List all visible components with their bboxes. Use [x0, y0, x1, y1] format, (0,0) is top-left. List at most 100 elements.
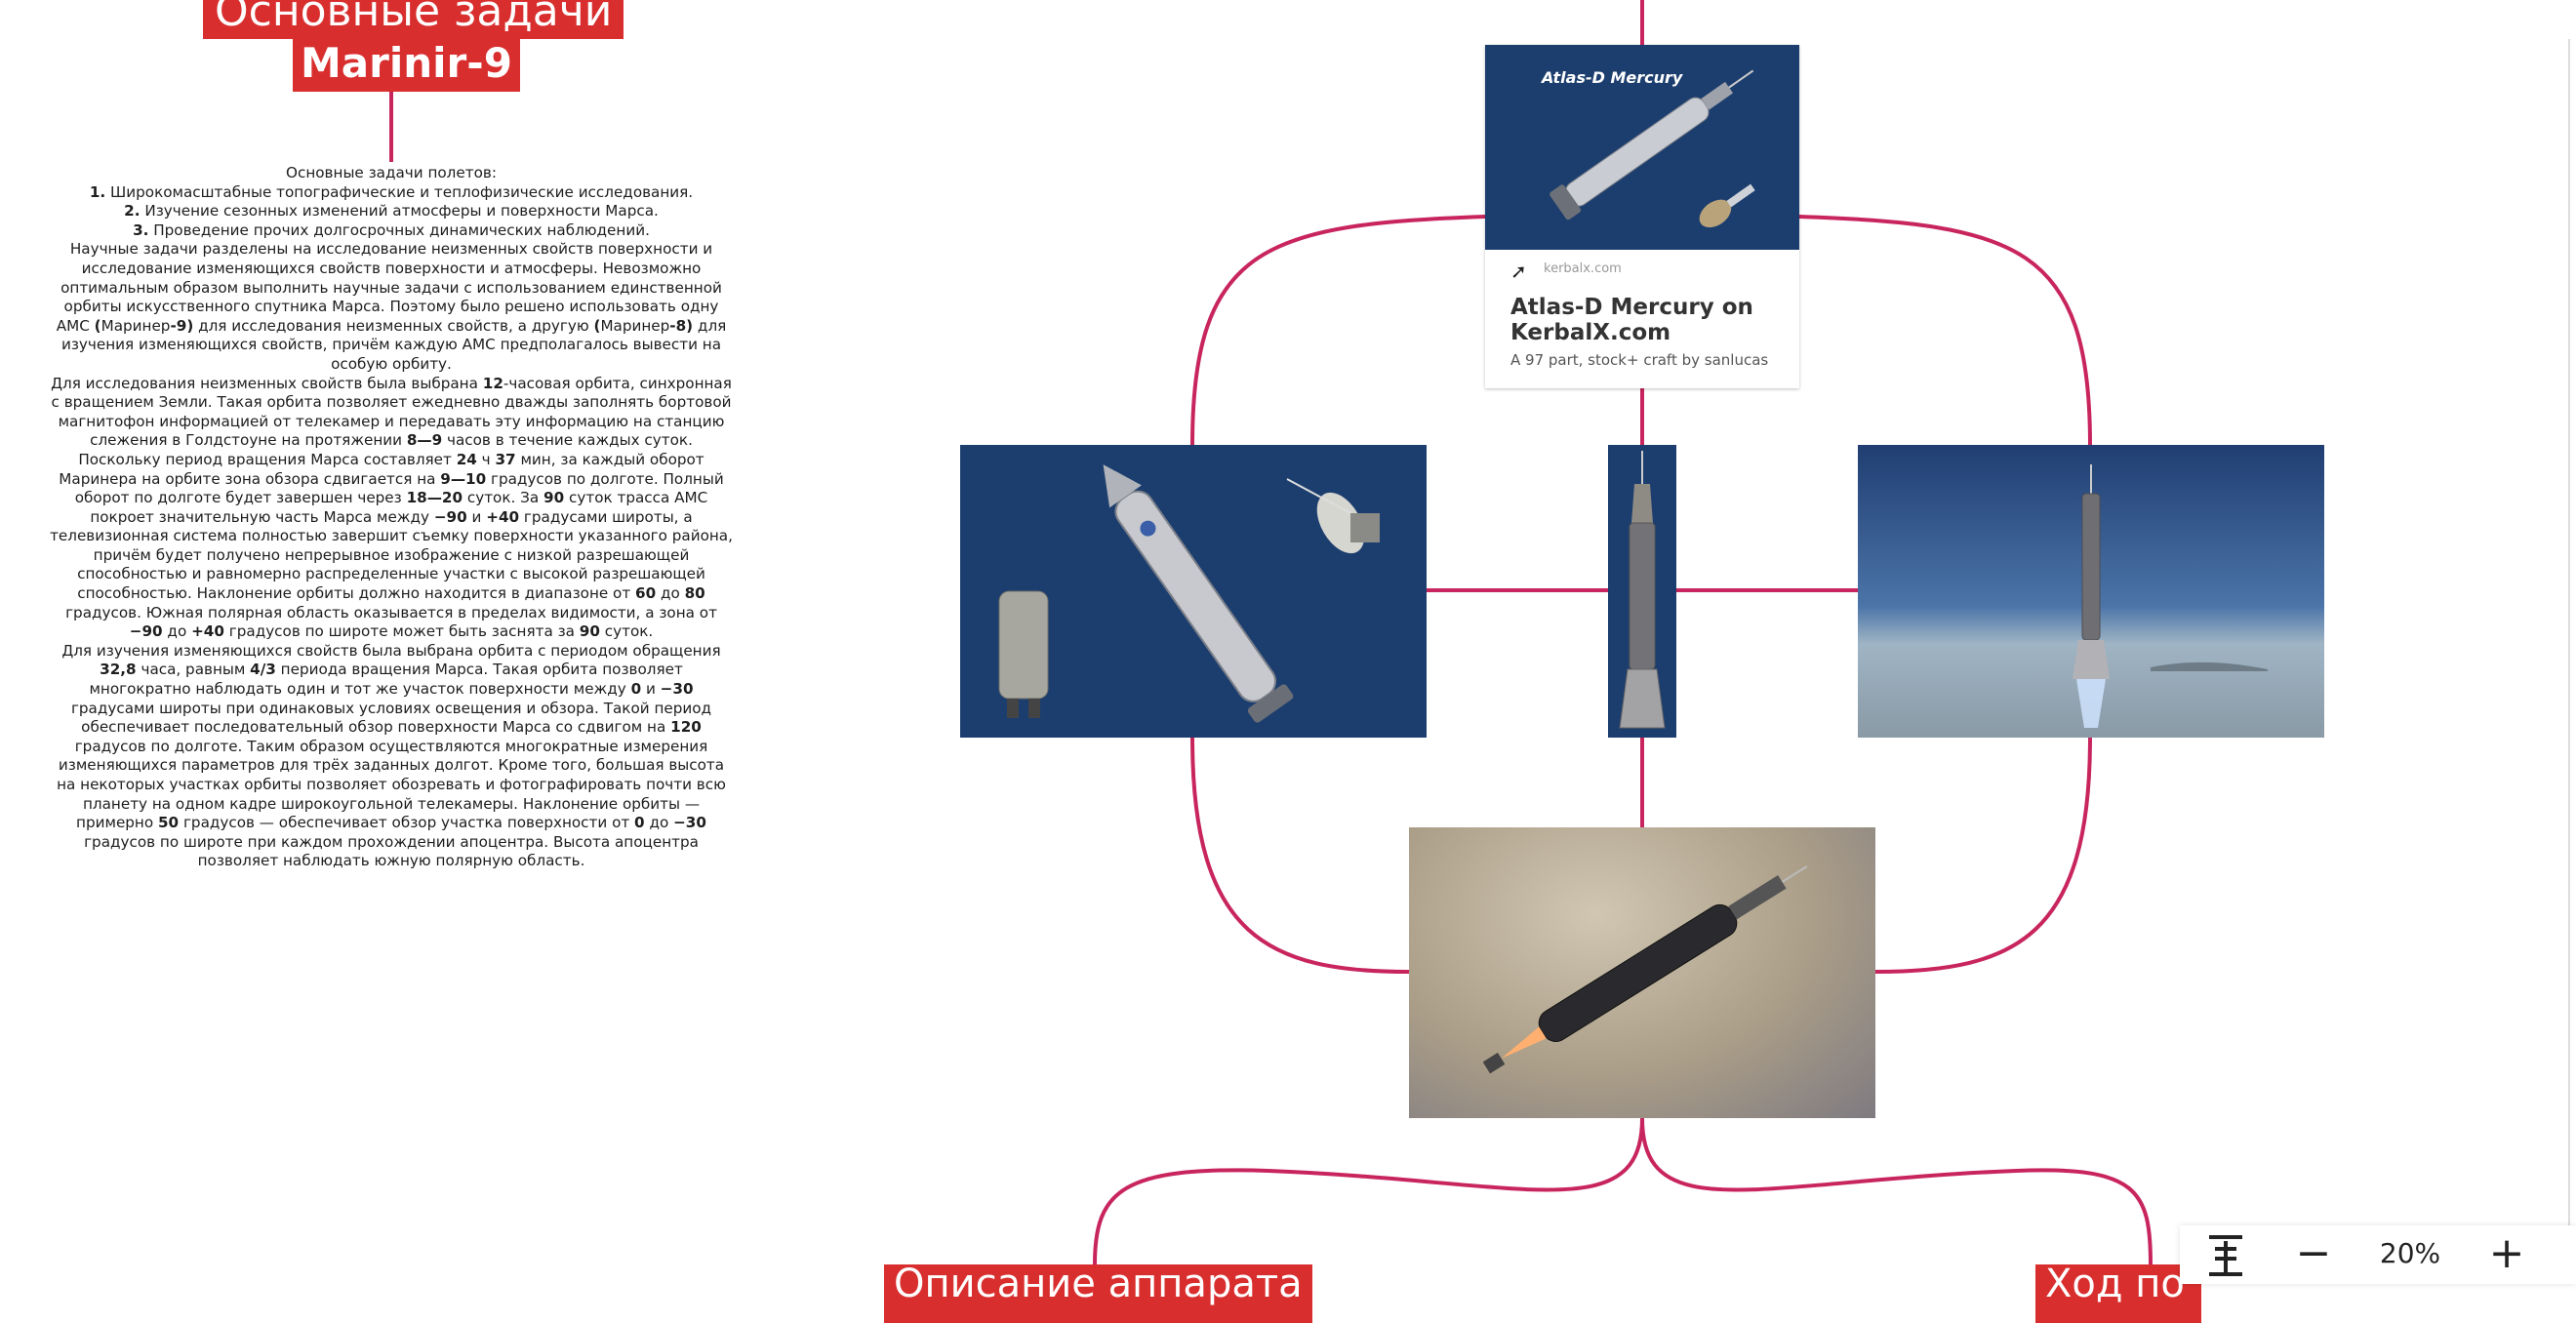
text-run-bold: +40 — [486, 507, 520, 526]
text-run-bold: 18—20 — [406, 489, 463, 507]
link-preview-card[interactable]: Atlas-D Mercury ➚ kerbalx.com Atlas-D Me… — [1485, 45, 1799, 388]
card-image-caption: Atlas-D Mercury — [1542, 68, 1683, 87]
text-run: и — [641, 680, 661, 699]
zoom-level: 20% — [2379, 1237, 2441, 1269]
title-connector — [389, 92, 393, 162]
tall-rocket-illustration — [1619, 451, 1666, 729]
text-paragraph: Для исследования неизменных свойств была… — [49, 375, 734, 642]
fit-to-screen-icon[interactable] — [2201, 1229, 2250, 1278]
text-run: периода вращения Марса. Такая орбита поз… — [89, 661, 683, 699]
text-run-bold: 120 — [670, 718, 702, 737]
connector-right-down — [1874, 737, 2092, 974]
text-run: для изучения изменяющихся свойств, причё… — [60, 316, 727, 373]
text-run-bold: 60 — [635, 584, 657, 603]
text-run-bold: −90 — [433, 507, 467, 526]
text-run-bold: 1. — [89, 182, 106, 201]
connector-bottom-right — [1640, 1117, 2153, 1265]
description-text-block[interactable]: Основные задачи полетов: 1. Широкомасштаб… — [49, 164, 734, 871]
text-run: до — [644, 814, 674, 832]
text-run: Маринер — [600, 316, 670, 335]
branch-label-progress[interactable]: Ход по — [2035, 1264, 2201, 1323]
image-rocket-parts[interactable] — [960, 445, 1427, 738]
connector-card-left — [1190, 215, 1486, 446]
text-run: часа, равным — [136, 661, 251, 679]
image-rocket-tall[interactable] — [1608, 445, 1676, 738]
text-run-bold: 9—10 — [440, 469, 487, 488]
text-run-bold: 80 — [684, 584, 705, 603]
text-run-bold: 0 — [634, 814, 645, 832]
text-run: Для исследования неизменных свойств была… — [51, 374, 483, 392]
connector-bottom-left — [1093, 1117, 1644, 1265]
card-title[interactable]: Atlas-D Mercury on KerbalX.com — [1510, 295, 1753, 345]
text-run-bold: ( — [94, 316, 101, 335]
rocket-launch-illustration — [2073, 464, 2268, 728]
text-paragraph: Научные задачи разделены на исследование… — [49, 240, 734, 374]
mindmap-connectors — [1093, 0, 2153, 1265]
text-run-bold: −90 — [129, 622, 163, 641]
text-run: Основные задачи полетов: — [286, 164, 497, 181]
text-run-bold: +40 — [191, 622, 224, 641]
text-run: Широкомасштабные топографические и тепло… — [105, 182, 694, 201]
text-run-bold: 3. — [133, 220, 149, 239]
text-run: мин, за каждый оборот Маринера на орбите… — [59, 450, 704, 488]
text-run: суток. За — [463, 489, 544, 507]
branch-label-apparatus[interactable]: Описание аппарата — [884, 1264, 1312, 1323]
text-run: градусов — обеспечивает обзор участка по… — [179, 814, 635, 832]
connector-card-right — [1798, 215, 2092, 446]
text-run-bold: 90 — [543, 489, 565, 507]
image-rocket-over-mars[interactable] — [1409, 827, 1875, 1118]
text-run: ч — [476, 450, 496, 468]
text-run: градусов по долготе. Полный оборот по до… — [74, 469, 724, 507]
text-run: градусов по долготе. Таким образом осуще… — [57, 737, 726, 832]
text-run-bold: 8—9 — [406, 431, 443, 450]
text-run-bold: 32,8 — [100, 661, 137, 679]
text-run-bold: 50 — [157, 814, 180, 832]
scrollbar-line — [2568, 39, 2570, 1284]
text-run: для исследования неизменных свойств, а д… — [193, 316, 594, 335]
rocket-over-mars-illustration — [1482, 865, 1808, 1074]
atlas-mercury-illustration — [1550, 69, 1755, 228]
title-line-1[interactable]: Основные задачи — [203, 0, 624, 39]
text-run: Научные задачи разделены на исследование… — [56, 240, 722, 335]
title-line-2[interactable]: Marinir-9 — [293, 39, 520, 92]
text-run-bold: 37 — [495, 450, 516, 468]
text-run: и — [466, 507, 487, 526]
text-paragraph: Для изучения изменяющихся свойств была в… — [49, 642, 734, 871]
text-run-bold: 24 — [456, 450, 477, 468]
zoom-in-button[interactable]: + — [2488, 1228, 2525, 1278]
text-run: градусами широты, а телевизионная систем… — [50, 507, 733, 603]
text-run: градусами широты при одинаковых условиях… — [70, 699, 712, 737]
text-run: градусов. Южная полярная область оказыва… — [65, 603, 717, 621]
text-run: суток. — [599, 622, 654, 641]
text-run: Изучение сезонных изменений атмосферы и … — [140, 202, 659, 220]
zoom-out-button[interactable]: − — [2295, 1228, 2332, 1278]
text-run-bold: 0 — [630, 680, 642, 699]
text-run-bold: -9) — [170, 316, 194, 335]
text-run: градусов по широте при каждом прохождени… — [84, 832, 699, 870]
text-run-bold: −30 — [673, 814, 706, 832]
text-run-bold: 90 — [579, 622, 600, 641]
connector-left-down — [1190, 737, 1410, 974]
rocket-icon: ➚ — [1510, 260, 1527, 283]
text-run-bold: 12 — [482, 374, 503, 392]
text-run: суток трасса АМС покроет значительную ча… — [90, 489, 708, 526]
text-run-bold: -8) — [669, 316, 694, 335]
text-run: Маринер — [101, 316, 171, 335]
text-paragraph: Основные задачи полетов: — [49, 164, 734, 183]
card-description: A 97 part, stock+ craft by sanlucas — [1510, 351, 1769, 369]
text-run: часов в течение каждых суток. Поскольку … — [78, 431, 693, 468]
text-run: Проведение прочих долгосрочных динамичес… — [148, 220, 650, 239]
card-image: Atlas-D Mercury — [1485, 45, 1799, 250]
card-site[interactable]: kerbalx.com — [1544, 261, 1622, 276]
text-paragraph: 3. Проведение прочих долгосрочных динами… — [49, 221, 734, 241]
text-paragraph: 1. Широкомасштабные топографические и те… — [49, 183, 734, 203]
text-run: градусов по широте может быть заснята за — [223, 622, 580, 641]
text-run-bold: 4/3 — [250, 661, 276, 679]
fit-to-screen-glyph — [2209, 1235, 2242, 1276]
text-paragraph: 2. Изучение сезонных изменений атмосферы… — [49, 202, 734, 221]
text-run: Для изучения изменяющихся свойств была в… — [61, 641, 721, 660]
rocket-parts-illustration — [998, 464, 1380, 723]
image-rocket-launch[interactable] — [1858, 445, 2324, 738]
text-run: до — [162, 622, 192, 641]
zoom-controls: − 20% + — [2180, 1225, 2576, 1284]
